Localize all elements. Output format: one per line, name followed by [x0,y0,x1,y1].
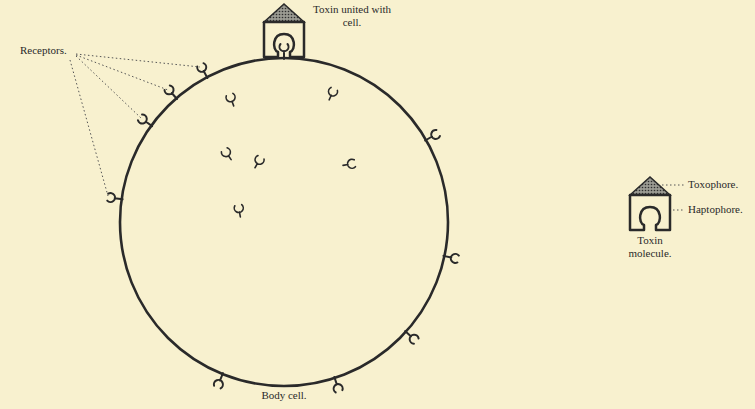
part-label: Toxophore. [688,178,752,191]
leader-line [76,55,168,90]
receptor [137,114,154,130]
free-receptor [342,159,355,170]
body-cell: Body cell. [119,57,449,387]
toxin-molecule: Toxin molecule. [628,176,672,231]
cell-membrane [120,58,448,386]
free-receptor [325,87,338,102]
leader-lines [70,54,684,210]
bound-toxin [264,4,304,57]
toxophore-roof [264,4,304,22]
leader-line [76,56,141,118]
receptors-label: Receptors. [20,44,90,57]
receptor [402,328,419,345]
free-receptor [251,155,265,170]
node-label: Toxin molecule. [625,234,675,260]
part-label: Haptophore. [688,203,752,216]
receptor [164,85,181,102]
toxin-label: Toxin united with cell. [312,3,392,29]
free-receptor [225,93,238,107]
haptophore-body [264,22,304,57]
haptophore-body [630,195,670,230]
node-label: Body cell. [119,389,449,402]
inner-receptors [221,87,356,218]
cell-outline [119,57,449,387]
leader-line [673,210,684,211]
free-receptor [234,204,245,217]
toxin-outline [628,176,672,231]
receptors [107,44,459,393]
toxophore-roof [630,177,670,195]
free-receptor [221,147,235,162]
leader-line [70,60,108,196]
leader-line [662,185,684,186]
leader-line [76,54,200,67]
